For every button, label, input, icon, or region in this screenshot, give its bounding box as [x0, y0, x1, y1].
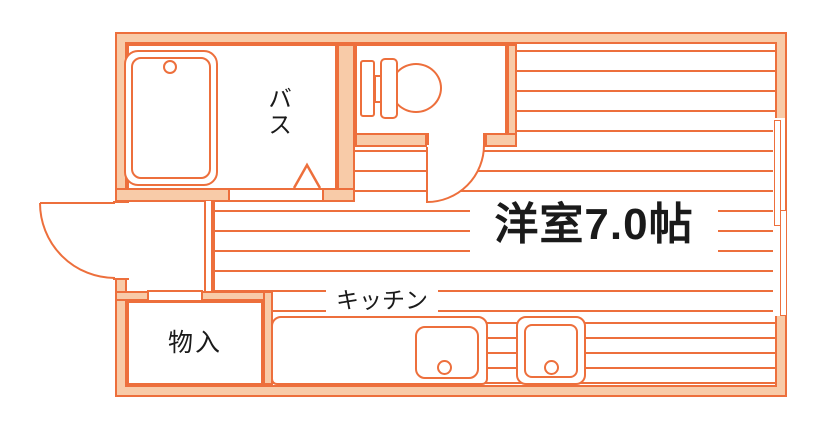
bathtub-drain	[163, 60, 177, 74]
wall-bath-bottom-left	[115, 188, 230, 202]
storage-room: 物入	[127, 301, 263, 385]
kitchen-sink-drain	[437, 360, 452, 375]
storage-label: 物入	[167, 328, 222, 357]
wall-bath-toilet-divider	[337, 44, 355, 190]
wall-toilet-bottom-left	[355, 133, 427, 147]
bathtub-inner	[131, 57, 211, 179]
wall-entrance-partition	[204, 201, 213, 291]
wall-toilet-right	[507, 44, 517, 147]
wall-toilet-bottom-right	[485, 133, 517, 147]
toilet-tank	[360, 60, 375, 117]
main-room-label: 洋室7.0帖	[470, 197, 718, 253]
bath-label: バス	[263, 86, 291, 138]
toilet-seat	[380, 58, 398, 119]
wall-bath-bottom-right	[322, 188, 355, 202]
entrance-door-opening	[113, 201, 129, 280]
bath-door-opening	[230, 188, 322, 202]
kitchen-stove-drain	[544, 360, 559, 375]
window-sash-upper	[774, 120, 781, 226]
toilet-connector	[374, 75, 382, 103]
entrance-door-arc	[40, 203, 115, 278]
window-sash-lower	[780, 210, 787, 316]
kitchen-label: キッチン	[326, 286, 438, 314]
toilet-door-opening	[427, 133, 485, 147]
